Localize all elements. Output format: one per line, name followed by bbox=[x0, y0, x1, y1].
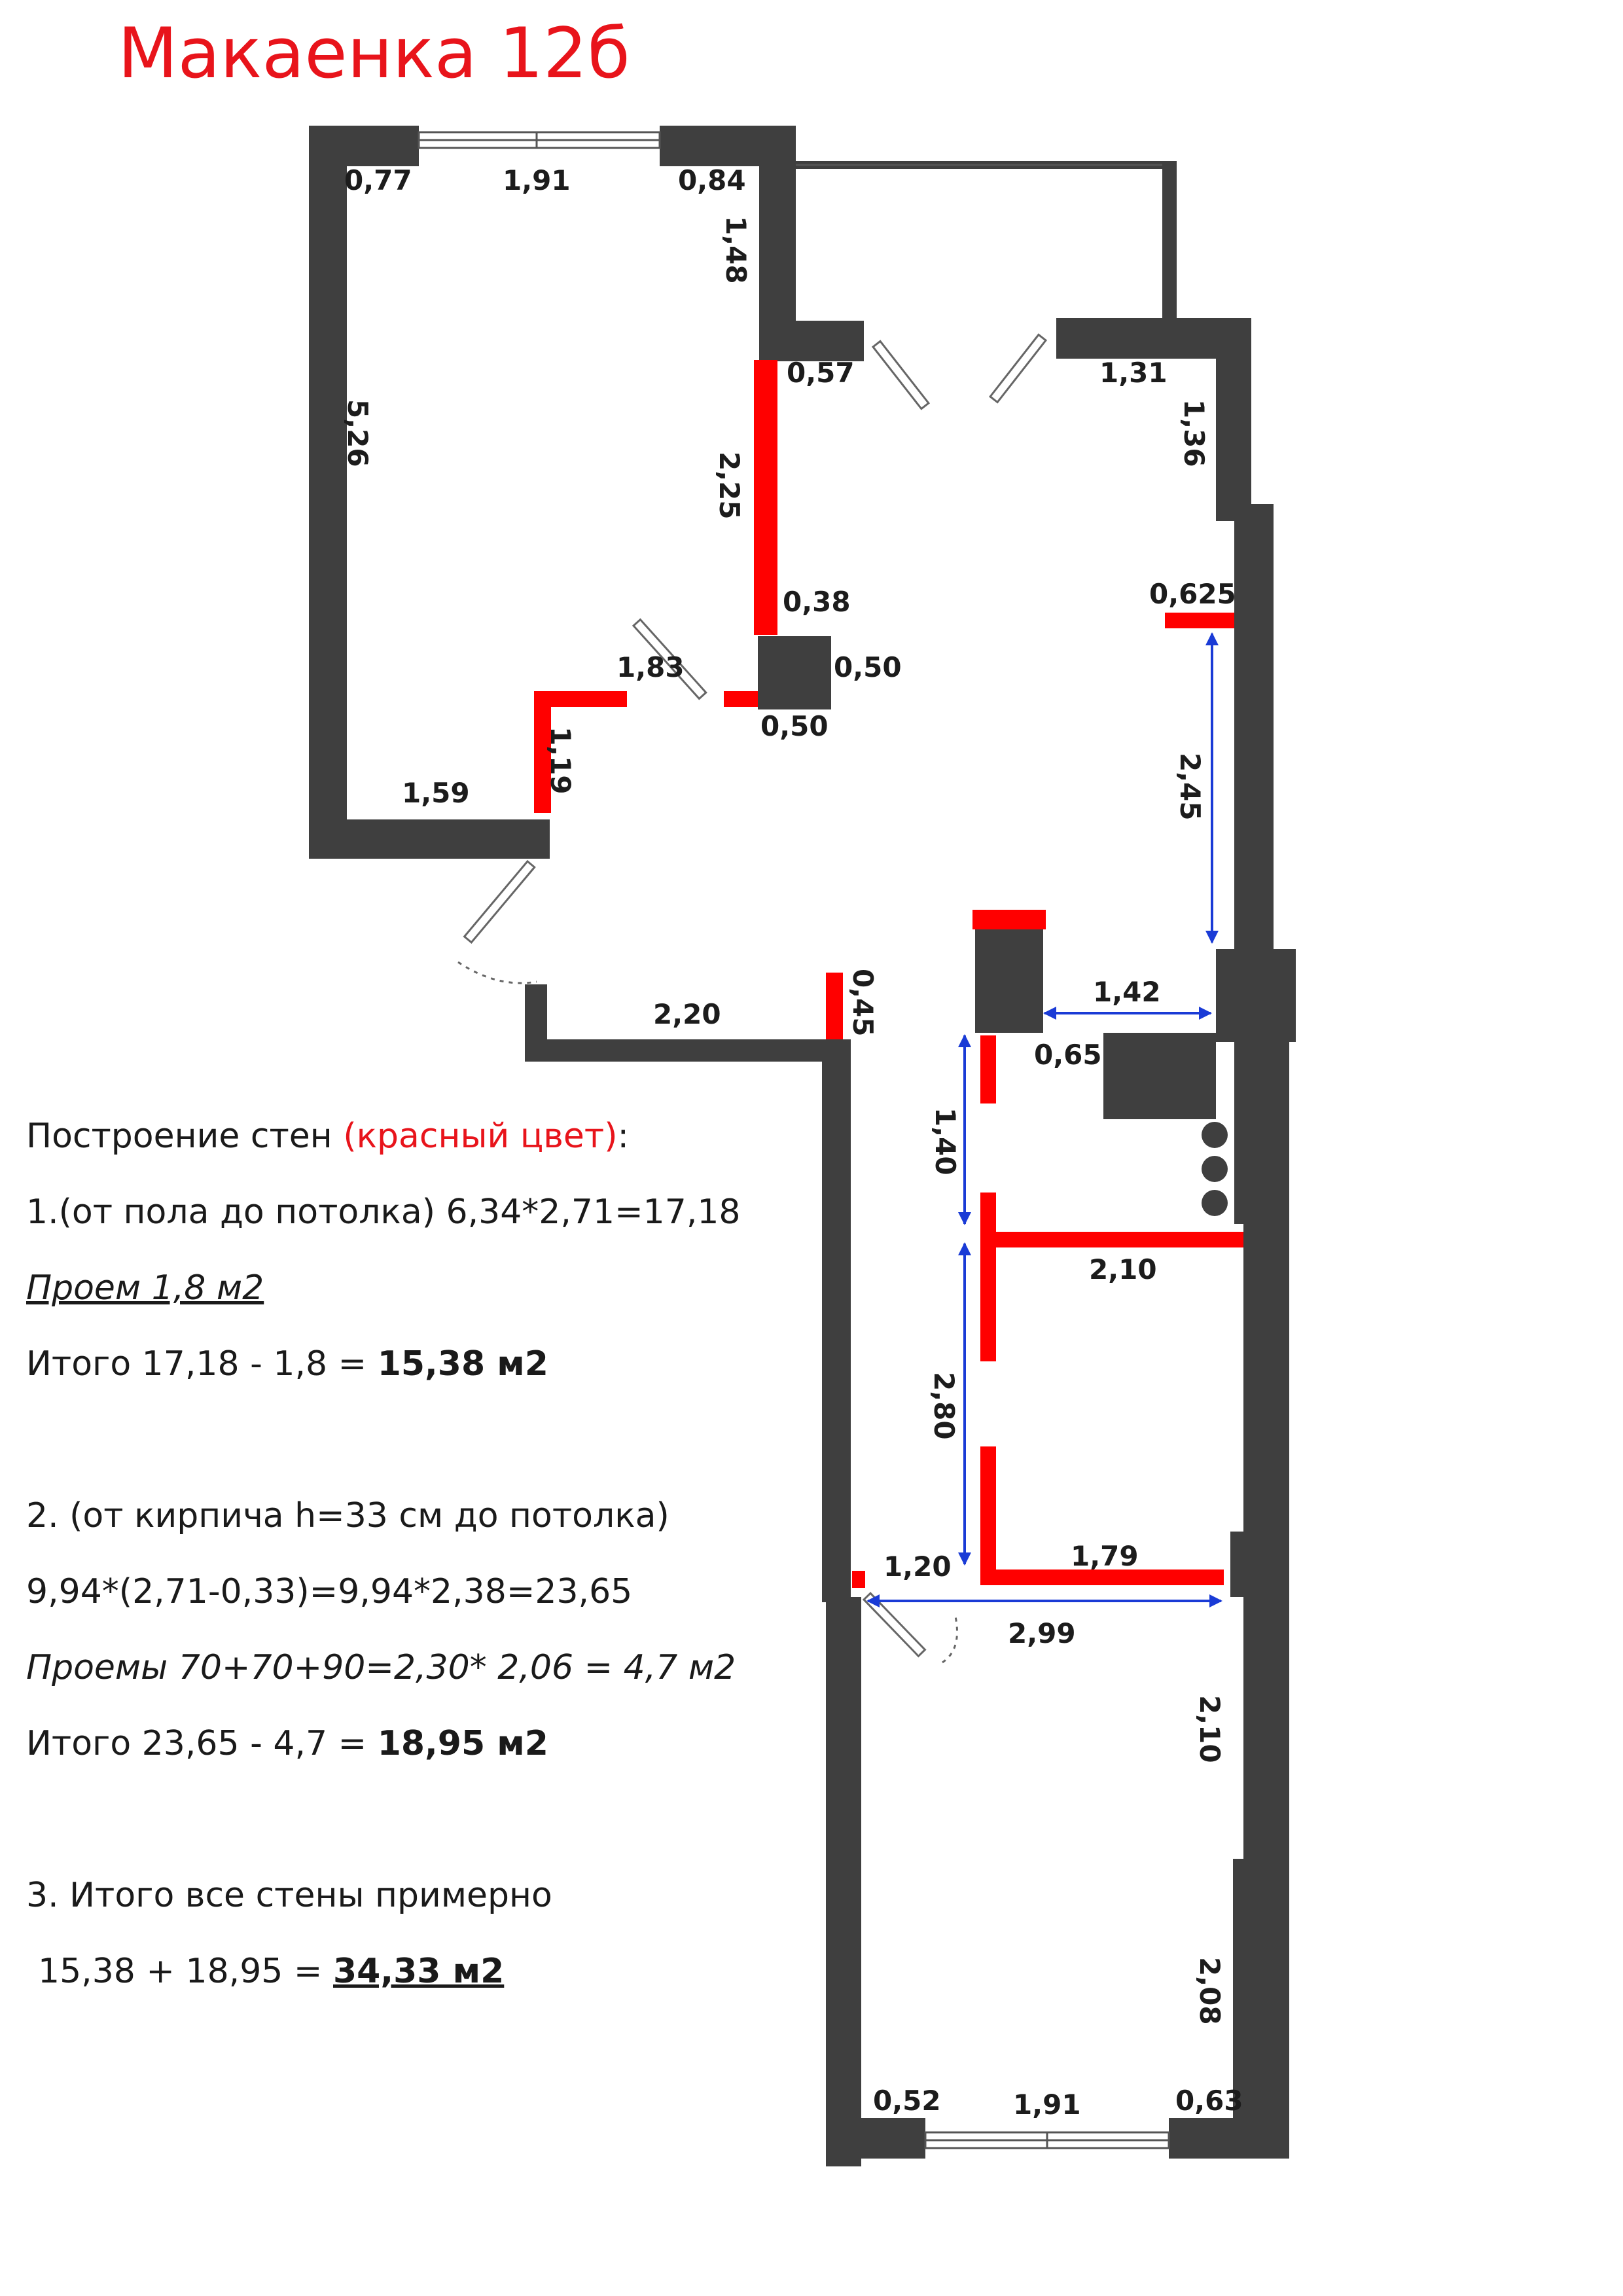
dim-210: 2,10 bbox=[1089, 1253, 1157, 1285]
notes-line-6: Проемы 70+70+90=2,30* 2,06 = 4,7 м2 bbox=[26, 1648, 736, 1687]
dim-bottom-window: 1,91 bbox=[1013, 2089, 1081, 2121]
column-center bbox=[758, 636, 831, 709]
plan-title: Макаенка 12б bbox=[118, 13, 630, 94]
notes-line-8: 3. Итого все стены примерно bbox=[26, 1876, 552, 1915]
dim-bottom-left: 0,52 bbox=[873, 2085, 941, 2117]
dim-299: 2,99 bbox=[1008, 1617, 1076, 1649]
dim-280: 2,80 bbox=[928, 1372, 960, 1440]
wall-right-lower bbox=[1243, 1042, 1289, 1880]
dim-038: 0,38 bbox=[783, 586, 851, 618]
dim-131: 1,31 bbox=[1099, 357, 1168, 389]
wall-bottom-left bbox=[826, 2118, 925, 2159]
dim-245: 2,45 bbox=[1174, 753, 1206, 821]
dim-148: 1,48 bbox=[720, 216, 752, 284]
dimension-labels: 0,77 1,91 0,84 1,48 5,26 0,57 1,31 1,36 … bbox=[342, 164, 1243, 2121]
dim-183: 1,83 bbox=[616, 651, 685, 683]
block-bath bbox=[1103, 1033, 1216, 1119]
notes-line-7: Итого 23,65 - 4,7 = 18,95 м2 bbox=[26, 1724, 548, 1763]
dimension-arrows bbox=[866, 632, 1222, 1607]
new-wall-183-right bbox=[724, 691, 758, 707]
notes-line-1: 1.(от пола до потолка) 6,34*2,71=17,18 bbox=[26, 1193, 741, 1232]
wall-right-bottom bbox=[1233, 1859, 1289, 2159]
wall-corridor bbox=[525, 1039, 844, 1062]
wall-lower-left-2 bbox=[826, 1597, 861, 2166]
dim-045: 0,45 bbox=[847, 969, 879, 1037]
dim-142: 1,42 bbox=[1093, 976, 1161, 1008]
dim-119: 1,19 bbox=[544, 726, 577, 795]
notes-line-5: 9,94*(2,71-0,33)=9,94*2,38=23,65 bbox=[26, 1572, 633, 1611]
new-walls bbox=[534, 360, 1243, 1588]
wall-left-room-bottom bbox=[309, 819, 550, 859]
new-wall-210 bbox=[980, 1232, 1243, 1247]
notes-line-9: 15,38 + 18,95 = 34,33 м2 bbox=[38, 1952, 505, 1991]
doors bbox=[457, 333, 1048, 1664]
new-wall-0625 bbox=[1165, 613, 1234, 628]
dim-526: 5,26 bbox=[342, 399, 374, 467]
dim-140: 1,40 bbox=[929, 1107, 961, 1175]
dim-210-lower: 2,10 bbox=[1194, 1695, 1226, 1763]
dim-050-bottom: 0,50 bbox=[760, 710, 829, 742]
dim-225: 2,25 bbox=[713, 452, 745, 520]
dim-136: 1,36 bbox=[1178, 399, 1210, 467]
column-kitchen bbox=[975, 928, 1043, 1033]
dim-top-window: 1,91 bbox=[503, 164, 571, 196]
notes-heading: Построение стен (красный цвет): bbox=[26, 1117, 630, 1156]
dim-top-left: 0,77 bbox=[344, 164, 412, 196]
wall-lower-left bbox=[822, 1039, 851, 1602]
wall-partition-stub bbox=[537, 819, 550, 859]
wall-left-room-left bbox=[309, 126, 347, 859]
wall-bath-right bbox=[1230, 1532, 1257, 1597]
dim-bottom-right: 0,63 bbox=[1175, 2085, 1243, 2117]
notes-heading-red: (красный цвет) bbox=[343, 1117, 618, 1156]
new-wall-179 bbox=[980, 1570, 1224, 1585]
wall-right-upper bbox=[1216, 318, 1251, 521]
notes-line-2: Проем 1,8 м2 bbox=[26, 1268, 264, 1308]
dim-159: 1,59 bbox=[402, 777, 470, 809]
new-wall-119 bbox=[534, 691, 551, 813]
new-wall-280 bbox=[980, 1446, 996, 1575]
dim-220: 2,20 bbox=[653, 998, 721, 1030]
vent-circles bbox=[1202, 1122, 1228, 1216]
dim-057: 0,57 bbox=[787, 357, 855, 389]
dim-top-right: 0,84 bbox=[678, 164, 746, 196]
new-wall-140 bbox=[980, 1035, 996, 1103]
column-right bbox=[1216, 949, 1296, 1042]
new-wall-225 bbox=[754, 360, 777, 635]
wall-bottom-right bbox=[1169, 2118, 1289, 2159]
dim-065: 0,65 bbox=[1034, 1039, 1102, 1071]
new-wall-045 bbox=[826, 973, 843, 1039]
dim-0625: 0,625 bbox=[1149, 578, 1236, 610]
dim-208: 2,08 bbox=[1194, 1957, 1226, 2025]
new-wall-kitchen-top bbox=[972, 910, 1046, 929]
dim-179: 1,79 bbox=[1071, 1540, 1139, 1572]
dim-120: 1,20 bbox=[883, 1551, 952, 1583]
wall-balcony-right bbox=[1162, 161, 1177, 321]
dim-050-right: 0,50 bbox=[834, 651, 902, 683]
wall-center-ledge bbox=[759, 321, 864, 361]
notes-line-3: Итого 17,18 - 1,8 = 15,38 м2 bbox=[26, 1344, 548, 1384]
windows bbox=[418, 131, 1170, 2149]
new-wall-140b bbox=[980, 1193, 996, 1361]
notes-line-4: 2. (от кирпича h=33 см до потолка) bbox=[26, 1496, 669, 1535]
new-wall-120 bbox=[852, 1571, 865, 1588]
